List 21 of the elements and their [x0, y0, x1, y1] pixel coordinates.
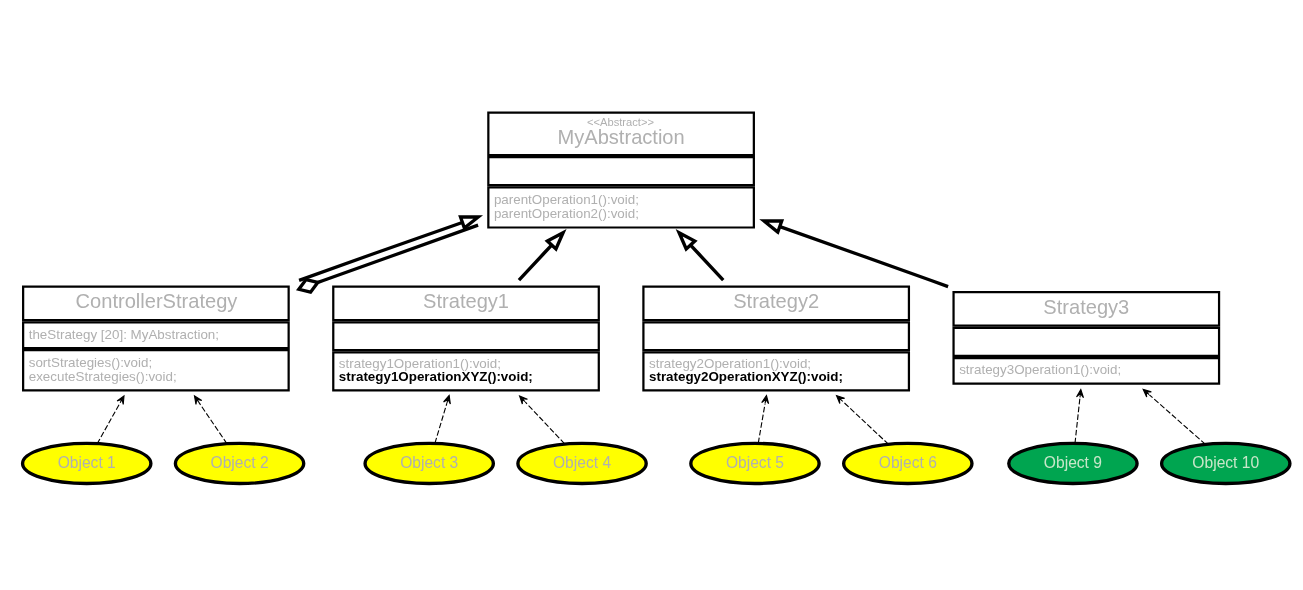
arrow: [835, 395, 889, 445]
node-ellipse: Object 1: [20, 441, 153, 486]
arrow: [1142, 388, 1206, 445]
node-ellipse: Object 3: [363, 441, 496, 486]
arrow: [757, 394, 770, 444]
node-ellipse: Object 4: [516, 441, 648, 486]
connector: [296, 223, 479, 295]
arrow: [759, 219, 949, 289]
node-ellipse: Object 10: [1159, 441, 1292, 486]
node-ellipse: Object 9: [1007, 441, 1139, 486]
arrow: [517, 229, 567, 282]
node-ellipse: Object 6: [842, 441, 974, 486]
arrow: [298, 215, 484, 282]
arrow: [96, 395, 125, 445]
arrow: [193, 395, 228, 445]
arrow: [434, 394, 451, 444]
arrow: [1074, 389, 1085, 444]
arrow: [519, 395, 565, 445]
node-ellipse: Object 2: [173, 441, 306, 486]
arrow: [675, 229, 725, 282]
node-ellipse: Object 5: [689, 441, 821, 486]
